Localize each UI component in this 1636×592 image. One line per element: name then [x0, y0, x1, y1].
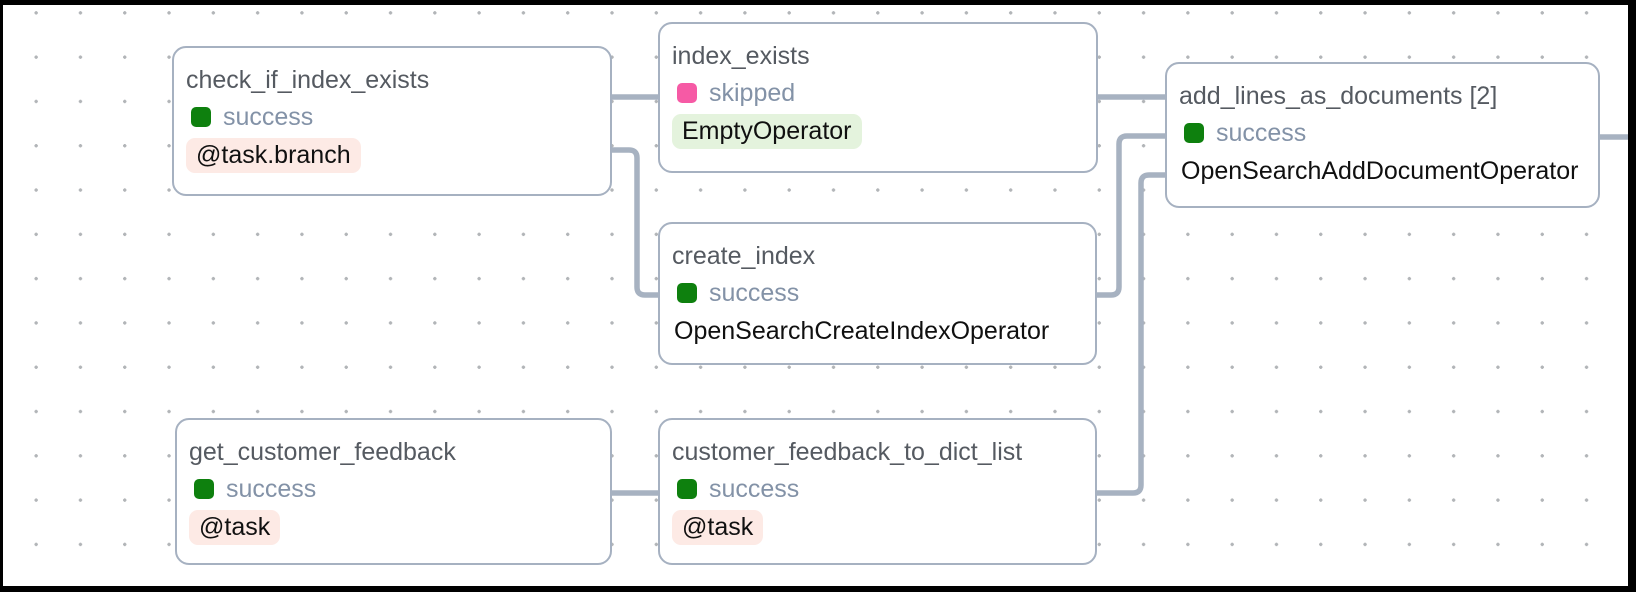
task-status-row: success — [189, 472, 598, 506]
operator-row: OpenSearchCreateIndexOperator — [672, 313, 1083, 350]
status-label: success — [223, 102, 314, 131]
task-node-create_index[interactable]: create_index success OpenSearchCreateInd… — [658, 222, 1097, 365]
status-square-icon — [194, 479, 214, 499]
operator-row: @task — [189, 509, 598, 546]
operator-row: @task — [672, 509, 1083, 546]
operator-badge: @task — [672, 510, 764, 545]
edge-customer_feedback_to_dict_list-to-add_lines_as_documents — [1096, 172, 1165, 496]
edge-check_if_index_exists-to-create_index — [611, 147, 658, 298]
operator-badge: EmptyOperator — [672, 114, 862, 149]
operator-label: OpenSearchCreateIndexOperator — [674, 317, 1050, 345]
edge-create_index-to-add_lines_as_documents — [1096, 133, 1165, 298]
task-node-add_lines_as_documents[interactable]: add_lines_as_documents [2] success OpenS… — [1165, 62, 1600, 208]
status-label: skipped — [709, 78, 796, 107]
task-title: get_customer_feedback — [189, 438, 456, 466]
task-status-row: success — [672, 472, 1083, 506]
status-label: success — [1216, 118, 1307, 147]
task-title: check_if_index_exists — [186, 66, 430, 94]
task-node-check_if_index_exists[interactable]: check_if_index_exists success @task.bran… — [172, 46, 612, 196]
status-square-icon — [191, 107, 211, 127]
task-title: add_lines_as_documents [2] — [1179, 82, 1498, 110]
task-node-get_customer_feedback[interactable]: get_customer_feedback success @task — [175, 418, 612, 565]
status-square-icon — [1184, 123, 1204, 143]
status-square-icon — [677, 283, 697, 303]
task-status-row: skipped — [672, 76, 1084, 110]
task-status-row: success — [1179, 116, 1586, 150]
task-node-index_exists[interactable]: index_exists skipped EmptyOperator — [658, 22, 1098, 173]
operator-badge: @task.branch — [186, 138, 361, 173]
task-title: create_index — [672, 242, 816, 270]
status-label: success — [709, 474, 800, 503]
task-node-customer_feedback_to_dict_list[interactable]: customer_feedback_to_dict_list success @… — [658, 418, 1097, 565]
task-title: customer_feedback_to_dict_list — [672, 438, 1023, 466]
operator-row: @task.branch — [186, 137, 598, 174]
operator-label: OpenSearchAddDocumentOperator — [1181, 157, 1579, 185]
operator-row: EmptyOperator — [672, 113, 1084, 150]
operator-badge: @task — [189, 510, 281, 545]
operator-row: OpenSearchAddDocumentOperator — [1179, 153, 1586, 190]
task-title: index_exists — [672, 42, 810, 70]
task-status-row: success — [186, 100, 598, 134]
status-label: success — [709, 278, 800, 307]
status-square-icon — [677, 83, 697, 103]
task-status-row: success — [672, 276, 1083, 310]
status-label: success — [226, 474, 317, 503]
status-square-icon — [677, 479, 697, 499]
